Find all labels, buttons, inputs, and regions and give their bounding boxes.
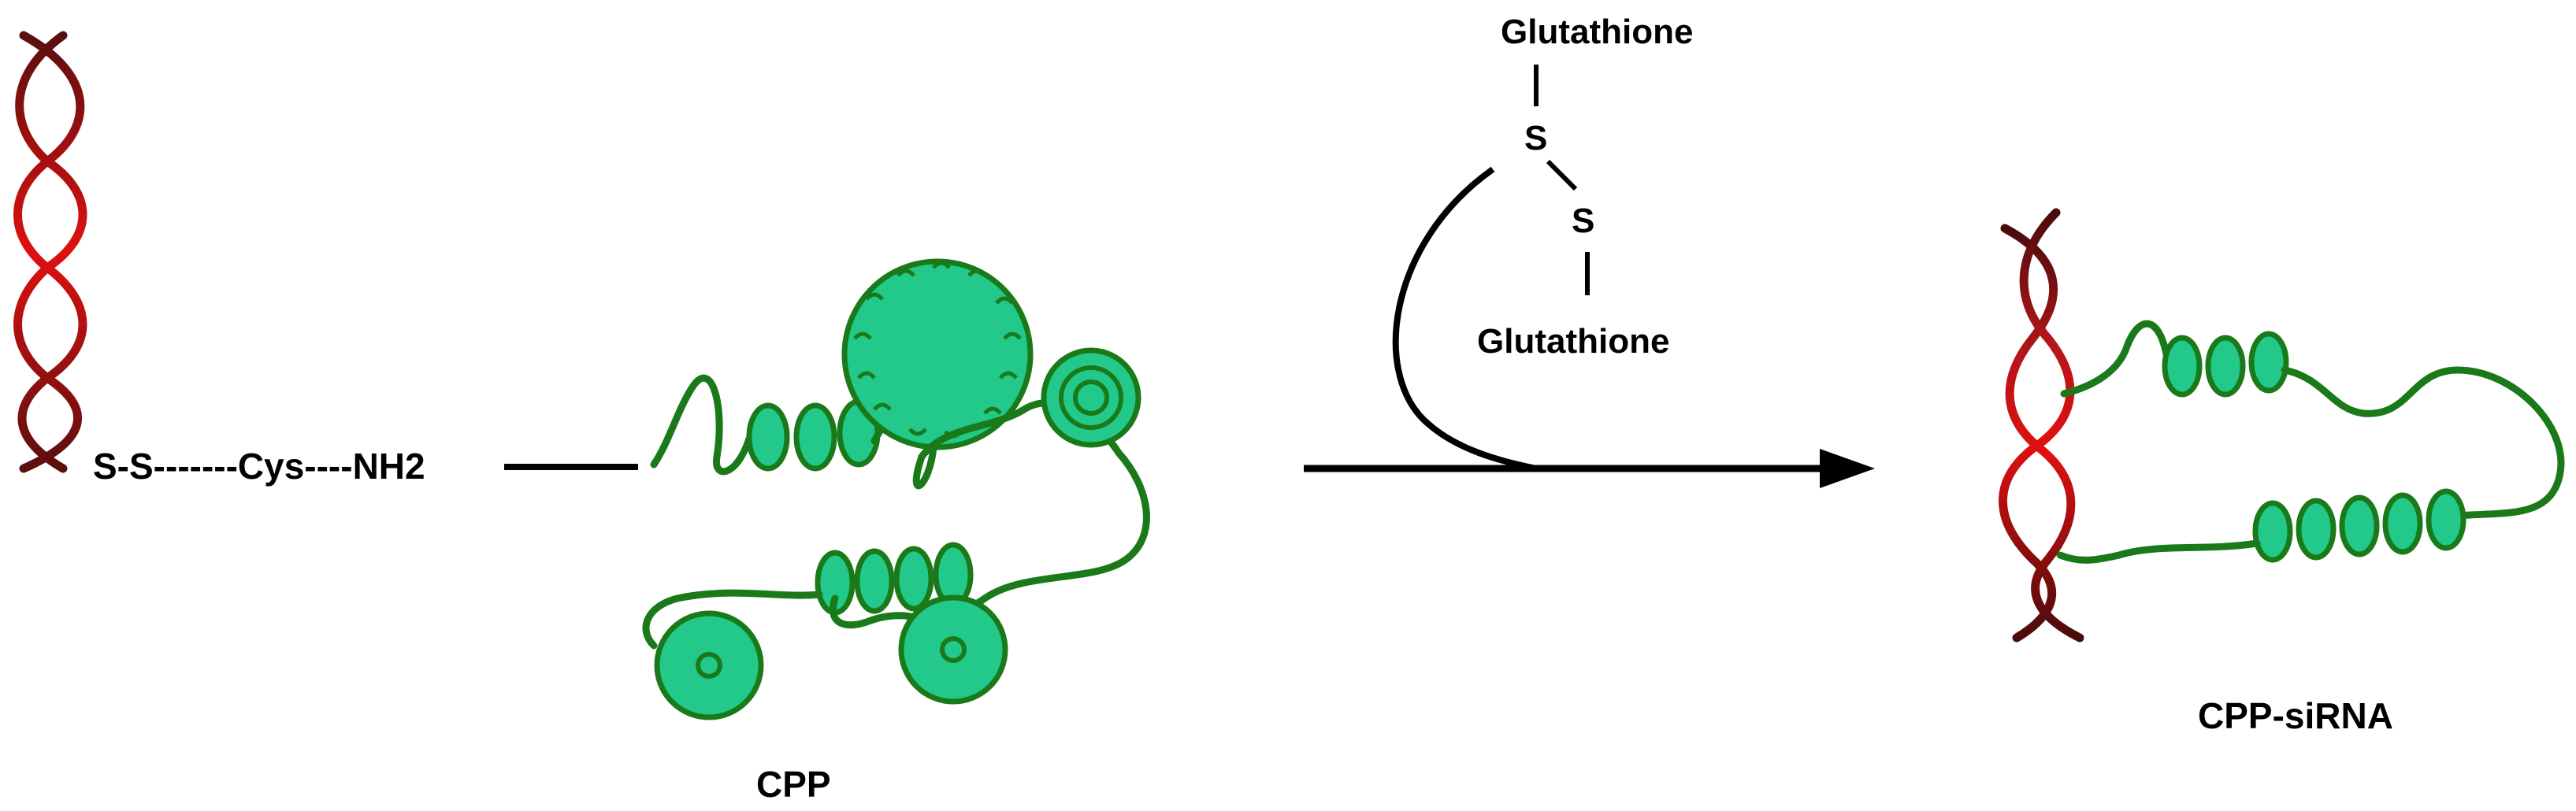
reagent-curve <box>1392 166 1537 472</box>
cpp-label: CPP <box>756 764 831 805</box>
arrow-head-icon <box>1820 449 1875 488</box>
sulfur-1-label: S <box>1524 119 1547 157</box>
product-helix-icon <box>1999 208 2084 643</box>
glutathione-top-label: Glutathione <box>1501 13 1693 51</box>
sirna-helix-icon <box>13 31 87 473</box>
sulfur-2-label: S <box>1572 202 1594 240</box>
product-peptide-icon <box>2056 320 2565 564</box>
linker-label: S-S-------Cys----NH2 <box>93 446 425 487</box>
glutathione-bottom-label: Glutathione <box>1477 322 1669 361</box>
product-label: CPP-siRNA <box>2198 695 2393 736</box>
bond-ss <box>1546 159 1578 191</box>
cpp-peptide-icon <box>642 258 1150 720</box>
